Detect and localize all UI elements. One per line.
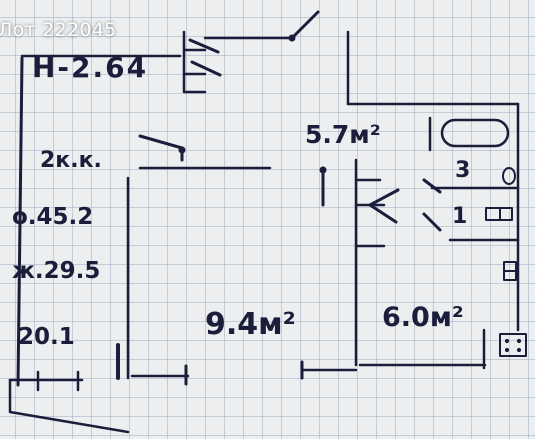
room-small-area-label: 6.0м²	[382, 302, 464, 333]
living-area-label: ж.29.5	[12, 258, 101, 284]
vent-box	[499, 333, 527, 357]
corridor-door-leaf	[368, 188, 400, 224]
kitchen-area-label: 5.7м²	[305, 120, 381, 149]
ceiling-height-label: H-2.64	[32, 51, 149, 84]
vent-dot-4	[516, 347, 522, 353]
entry-door-leaf	[188, 38, 222, 77]
bottom-wall-ticks	[36, 370, 80, 392]
sink-label: 1	[452, 204, 468, 229]
bath-door-leaf	[422, 178, 442, 232]
room-mid-area-label: 9.4м²	[205, 307, 296, 342]
bathtub	[440, 118, 510, 148]
entry-door-frame	[182, 30, 207, 94]
top-door-hinge	[288, 34, 296, 42]
vent-dot-1	[504, 338, 510, 344]
corridor-hinge	[319, 166, 327, 174]
room-big-area-label: 20.1	[18, 324, 75, 350]
big-room-door-leaf	[138, 134, 184, 150]
top-door-leaf	[290, 10, 320, 40]
vent-dot-3	[504, 347, 510, 353]
stove-label: 3	[455, 158, 471, 183]
lot-label: Лот 222045	[0, 19, 117, 41]
rooms-count-label: 2к.к.	[40, 148, 102, 173]
total-area-label: о.45.2	[12, 204, 94, 230]
balcony-outline	[8, 378, 130, 434]
outer-left-wall	[16, 56, 24, 387]
vent-dot-2	[516, 338, 522, 344]
toilet	[502, 167, 516, 185]
bathroom-divider-lines	[430, 186, 520, 242]
